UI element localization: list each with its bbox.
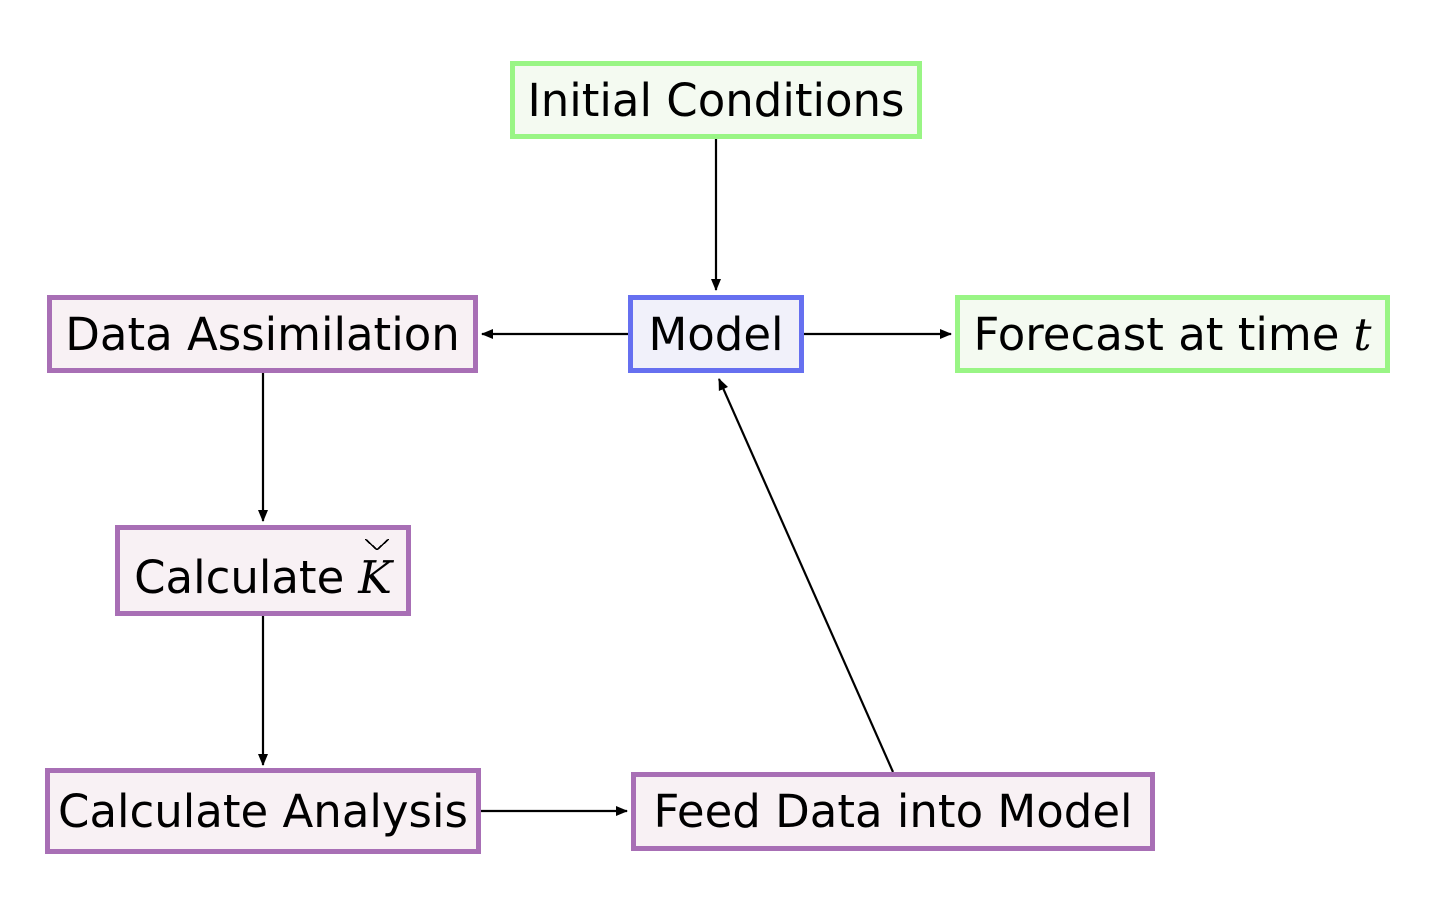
node-calculate-k-variable: K xyxy=(358,539,392,604)
node-data-assimilation: Data Assimilation xyxy=(47,295,478,373)
node-calculate-analysis-label: Calculate Analysis xyxy=(58,784,468,838)
node-feed-data: Feed Data into Model xyxy=(631,772,1155,851)
node-data-assimilation-label: Data Assimilation xyxy=(65,307,460,361)
node-initial-conditions: Initial Conditions xyxy=(510,61,922,139)
node-calculate-analysis: Calculate Analysis xyxy=(45,768,481,854)
node-initial-conditions-label: Initial Conditions xyxy=(527,73,905,127)
node-forecast-variable: t xyxy=(1353,307,1372,361)
node-model-label: Model xyxy=(648,307,784,361)
node-feed-data-label: Feed Data into Model xyxy=(653,785,1133,838)
node-calculate-k-label: Calculate xyxy=(134,551,345,604)
edge-feed-data-to-model xyxy=(717,378,895,773)
node-forecast-label: Forecast at time xyxy=(973,307,1340,361)
node-model: Model xyxy=(628,295,804,373)
